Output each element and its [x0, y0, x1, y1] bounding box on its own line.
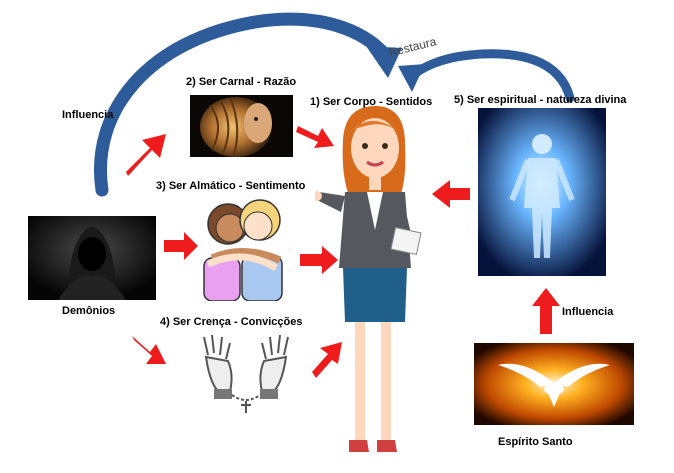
ser-corpo-label: 1) Ser Corpo - Sentidos [310, 96, 433, 108]
carnal-face-image [190, 95, 293, 157]
influence-curve-arrowhead [366, 46, 402, 78]
ser-almatico-label: 3) Ser Almático - Sentimento [156, 180, 306, 192]
arrow-almatico-to-corpo [300, 246, 338, 274]
holy-spirit-image [474, 343, 634, 425]
lion-face-icon [200, 97, 272, 157]
arrow-holyspirit-to-spirit [532, 288, 560, 334]
dove-light-icon [474, 343, 634, 425]
spirit-image [478, 108, 606, 276]
hugging-girls-icon [203, 199, 283, 301]
demon-image [28, 216, 156, 300]
arrow-demon-to-almatico [164, 232, 198, 260]
businesswoman-icon [315, 106, 422, 452]
influence-curve-arrow [94, 12, 395, 197]
restore-curve-arrow [405, 49, 575, 103]
arrow-carnal-to-corpo [296, 126, 334, 148]
ser-carnal-label: 2) Ser Carnal - Razão [186, 76, 297, 88]
ser-espiritual-label: 5) Ser espiritual - natureza divina [454, 94, 627, 106]
restore-curve-arrowhead [398, 64, 425, 92]
chained-hands-image [190, 335, 302, 415]
hug-image [198, 198, 290, 301]
influencia-right-label: Influencia [562, 306, 614, 318]
woman-figure-image [315, 100, 425, 468]
arrow-crenca-to-corpo [312, 342, 342, 378]
arrow-demon-to-carnal [126, 134, 166, 176]
arrow-demon-to-crenca [132, 336, 166, 364]
demonios-label: Demônios [62, 305, 116, 317]
arrow-spirit-to-corpo [432, 180, 470, 208]
influencia-top-label: Influencia [62, 109, 114, 121]
chained-hands-icon [203, 335, 289, 413]
glowing-body-icon [478, 108, 606, 276]
ser-crenca-label: 4) Ser Crença - Convicções [160, 316, 303, 328]
hooded-figure-icon [28, 216, 156, 300]
espirito-santo-label: Espírito Santo [498, 436, 573, 448]
